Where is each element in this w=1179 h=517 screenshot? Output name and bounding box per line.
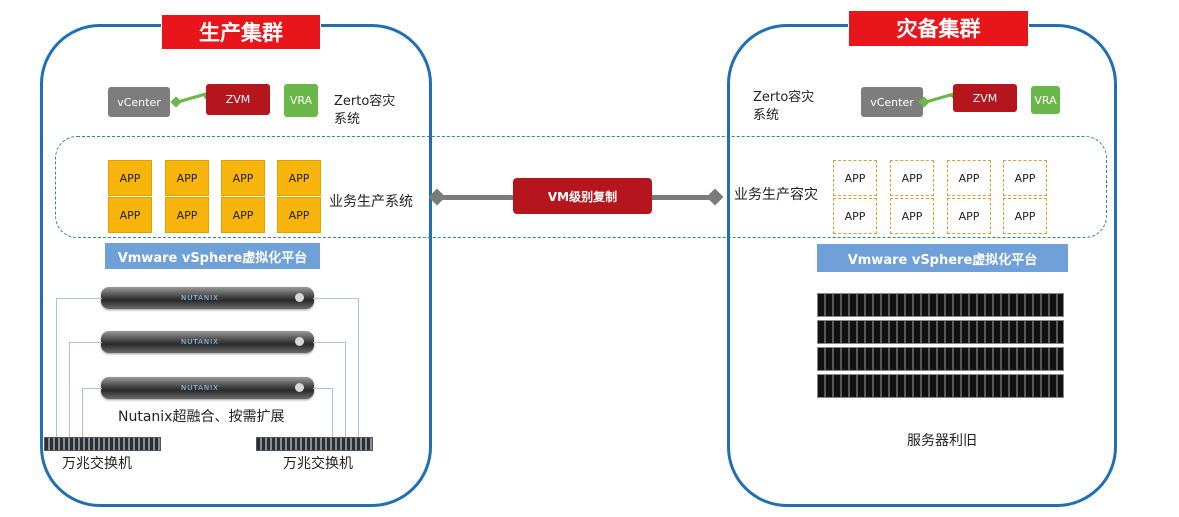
production-title: 生产集群	[161, 14, 321, 50]
dr-server-2	[817, 320, 1064, 344]
production-app-2: APP	[165, 160, 209, 196]
cable-right-mid-v	[345, 342, 346, 438]
switch-left	[44, 437, 161, 451]
dr-server-1	[817, 293, 1064, 317]
production-app-1: APP	[108, 160, 152, 196]
production-app-6: APP	[165, 197, 209, 233]
dr-app-3: APP	[947, 160, 991, 196]
switch-right	[256, 437, 373, 451]
nutanix-node-2: NUTANIX	[101, 331, 314, 353]
switch-left-label: 万兆交换机	[62, 456, 132, 472]
dr-server-4	[817, 374, 1064, 398]
cable-right-mid	[313, 342, 345, 343]
dr-app-2: APP	[890, 160, 934, 196]
dr-title: 灾备集群	[848, 10, 1029, 47]
nutanix-logo: NUTANIX	[181, 294, 219, 302]
production-zerto-label: Zerto容灾 系统	[334, 94, 396, 127]
production-app-4: APP	[277, 160, 321, 196]
cable-right-top	[313, 298, 358, 299]
dr-server-label: 服务器利旧	[907, 433, 977, 449]
dr-app-4: APP	[1003, 160, 1047, 196]
power-knob-icon	[295, 293, 304, 302]
cable-left-top	[56, 298, 102, 299]
cable-right-low	[313, 388, 332, 389]
production-app-7: APP	[221, 197, 265, 233]
dr-zerto-label: Zerto容灾 系统	[753, 90, 815, 123]
production-app-5: APP	[108, 197, 152, 233]
dr-vcenter: vCenter	[861, 87, 923, 117]
production-vcenter: vCenter	[108, 87, 170, 117]
dr-platform: Vmware vSphere虚拟化平台	[817, 244, 1068, 272]
replication-label: VM级别复制	[513, 178, 652, 214]
production-system-label: 业务生产系统	[329, 194, 413, 210]
cable-left-low-v	[82, 388, 83, 438]
nutanix-node-3: NUTANIX	[101, 377, 314, 399]
production-platform: Vmware vSphere虚拟化平台	[105, 243, 320, 269]
production-app-3: APP	[221, 160, 265, 196]
dr-app-1: APP	[833, 160, 877, 196]
dr-server-3	[817, 347, 1064, 371]
cable-left-mid-v	[69, 342, 70, 438]
cable-left-outer	[56, 298, 57, 438]
cable-left-mid	[69, 342, 102, 343]
dr-app-8: APP	[1003, 198, 1047, 234]
dr-app-6: APP	[890, 198, 934, 234]
power-knob-icon	[295, 383, 304, 392]
dr-system-label: 业务生产容灾	[734, 187, 818, 203]
switch-right-label: 万兆交换机	[283, 456, 353, 472]
production-app-8: APP	[277, 197, 321, 233]
cable-left-low	[82, 388, 102, 389]
nutanix-logo: NUTANIX	[181, 338, 219, 346]
cable-right-low-v	[332, 388, 333, 438]
nutanix-node-1: NUTANIX	[101, 287, 314, 309]
power-knob-icon	[295, 337, 304, 346]
nutanix-logo: NUTANIX	[181, 384, 219, 392]
business-band	[55, 136, 1107, 238]
cable-right-outer	[358, 298, 359, 438]
dr-app-7: APP	[947, 198, 991, 234]
dr-app-5: APP	[833, 198, 877, 234]
production-zvm: ZVM	[206, 84, 270, 115]
dr-vra: VRA	[1031, 86, 1060, 114]
dr-zvm: ZVM	[953, 84, 1017, 112]
production-vra: VRA	[284, 84, 318, 117]
nutanix-label: Nutanix超融合、按需扩展	[118, 409, 285, 425]
